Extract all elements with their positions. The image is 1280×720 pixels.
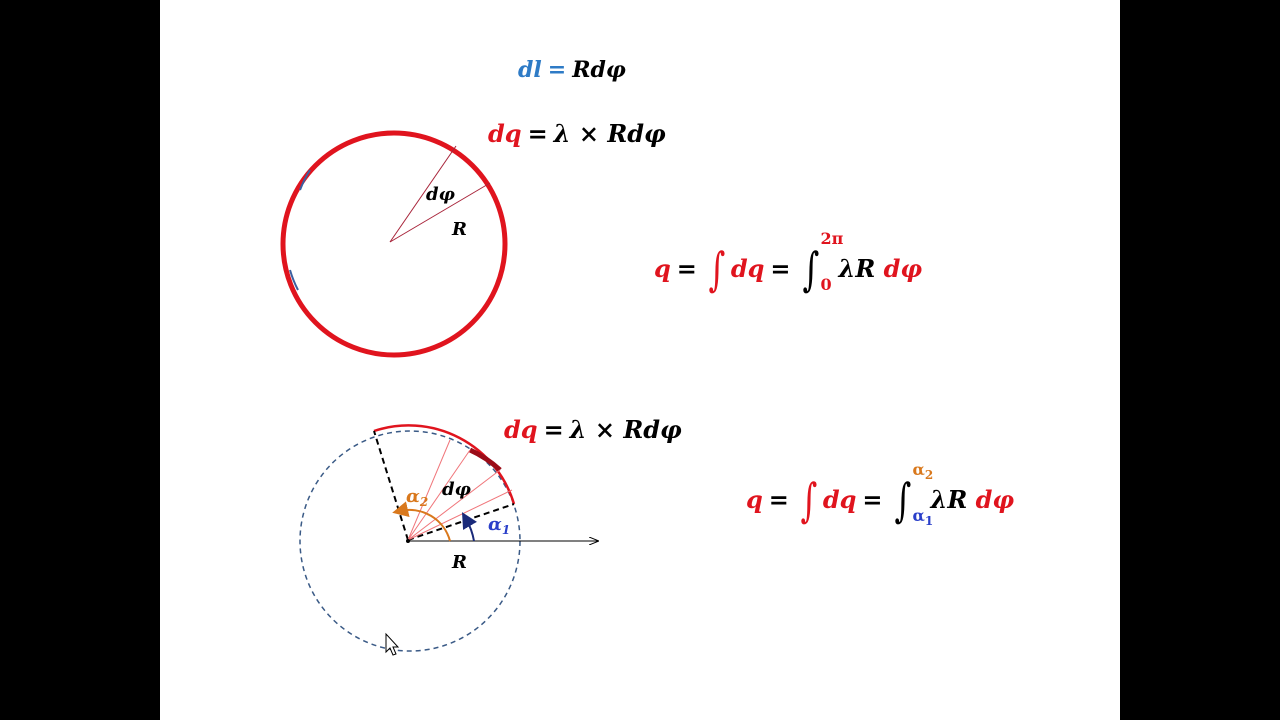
charged-arc bbox=[373, 424, 516, 505]
eq-dl: dl=Rdφ bbox=[518, 57, 626, 83]
element-dq-arc bbox=[468, 447, 502, 472]
slide: dφ R dφ R α2 α1 dl=Rdφ dq=λ × Rdφ q=∫dq=… bbox=[160, 0, 1120, 720]
sector-line-2 bbox=[407, 469, 501, 541]
top-radius-line-2 bbox=[389, 182, 491, 243]
diagram-canvas bbox=[280, 130, 1120, 656]
ring-segment-marks bbox=[289, 169, 311, 291]
alpha2-label: α2 bbox=[406, 486, 429, 509]
mouse-cursor-icon bbox=[385, 632, 400, 656]
eq-dq-bottom: dq=λ × Rdφ bbox=[504, 415, 682, 444]
top-r-label: R bbox=[452, 219, 467, 240]
origin-dot bbox=[406, 539, 410, 543]
sector-line-1 bbox=[407, 449, 471, 541]
radius-to-alpha1 bbox=[407, 503, 515, 541]
top-radius-line-1 bbox=[389, 145, 457, 243]
alpha1-angle-arc bbox=[461, 512, 477, 542]
bottom-r-label: R bbox=[452, 552, 467, 573]
charged-ring bbox=[280, 130, 508, 358]
top-dphi-label: dφ bbox=[426, 184, 455, 205]
alpha2-angle-arc bbox=[392, 501, 451, 542]
sector-line-3 bbox=[407, 439, 451, 541]
eq-dq-top: dq=λ × Rdφ bbox=[488, 119, 666, 148]
sector-line-4 bbox=[407, 489, 513, 541]
radius-to-alpha2 bbox=[373, 430, 409, 541]
bottom-dphi-label: dφ bbox=[442, 479, 471, 500]
alpha1-label: α1 bbox=[488, 514, 511, 537]
